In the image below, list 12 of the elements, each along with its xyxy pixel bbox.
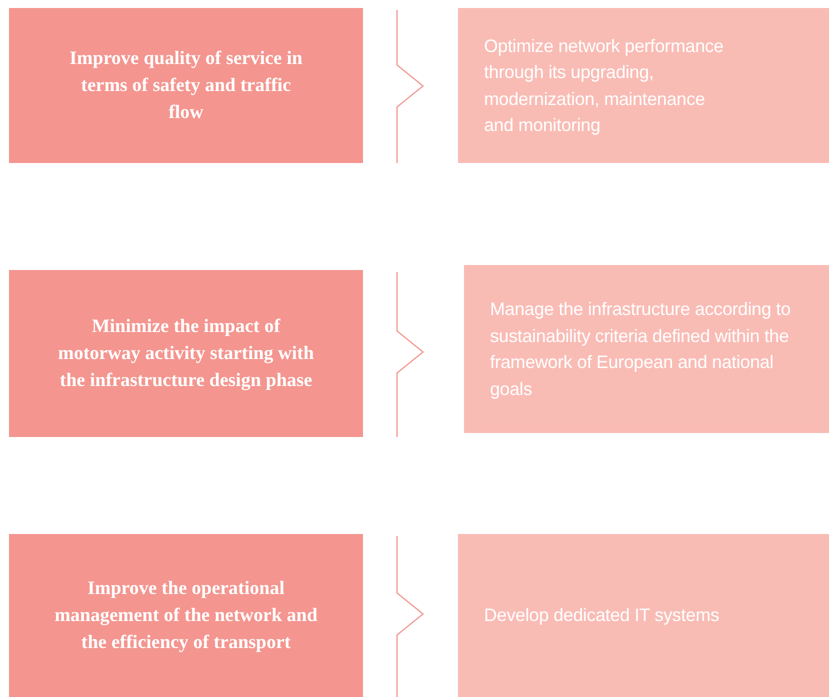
action-box [464, 265, 829, 433]
box-text: Optimize network performance through its upgrading, modernization, maintenance and monitoring [484, 34, 724, 137]
box-text: Improve quality of service in terms of safety and traffic flow [68, 47, 304, 125]
box-text: Manage the infrastructure according to sustainability criteria defined within the framework of European and national goals [490, 298, 792, 401]
goal-box [9, 270, 363, 437]
goal-box [9, 8, 363, 163]
goal-box [9, 534, 363, 697]
box-text: Develop dedicated IT systems [484, 604, 720, 628]
action-box [458, 8, 829, 163]
box-text: Minimize the impact of motorway activity starting with the infrastructure design phase [57, 315, 315, 393]
box-text: Improve the operational management of the network and the efficiency of transport [54, 577, 318, 655]
action-box [458, 534, 829, 697]
